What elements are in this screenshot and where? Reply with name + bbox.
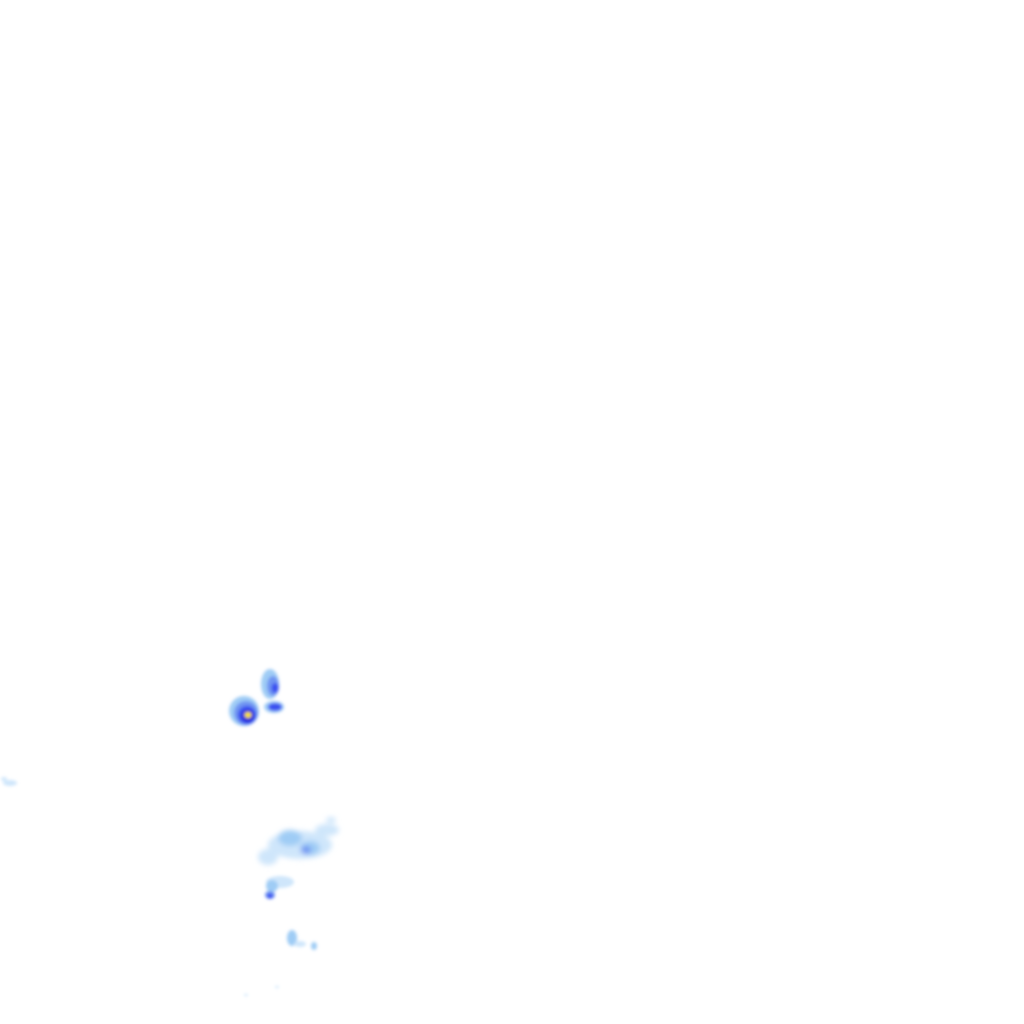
echo-cell-core: [229, 696, 259, 726]
echo-cell-cluster-south: [258, 817, 339, 865]
radar-echo-intense: [244, 712, 252, 718]
radar-echo-light: [287, 930, 297, 946]
echo-cell-south-small: [265, 876, 294, 899]
radar-echo-very-light: [326, 817, 336, 823]
radar-echo-very-light: [244, 994, 248, 996]
radar-echo-very-light: [258, 849, 278, 865]
echo-cell-west-edge: [1, 777, 17, 786]
radar-echo-heavy: [268, 703, 282, 711]
radar-echo-light: [278, 830, 302, 846]
radar-echo-very-light: [3, 780, 17, 786]
radar-echo-very-light: [1, 777, 7, 781]
radar-echo-heavy: [271, 683, 279, 693]
radar-echo-very-light: [315, 824, 339, 836]
echo-cell-north-pair: [261, 669, 284, 713]
radar-echo-light: [311, 942, 317, 950]
radar-echo-very-light: [294, 941, 306, 947]
radar-echo-light: [266, 880, 278, 892]
radar-echo-heavy: [267, 893, 273, 899]
echo-cell-far-south: [244, 930, 317, 996]
radar-echo-moderate: [301, 846, 311, 854]
radar-echo-very-light: [275, 986, 279, 988]
